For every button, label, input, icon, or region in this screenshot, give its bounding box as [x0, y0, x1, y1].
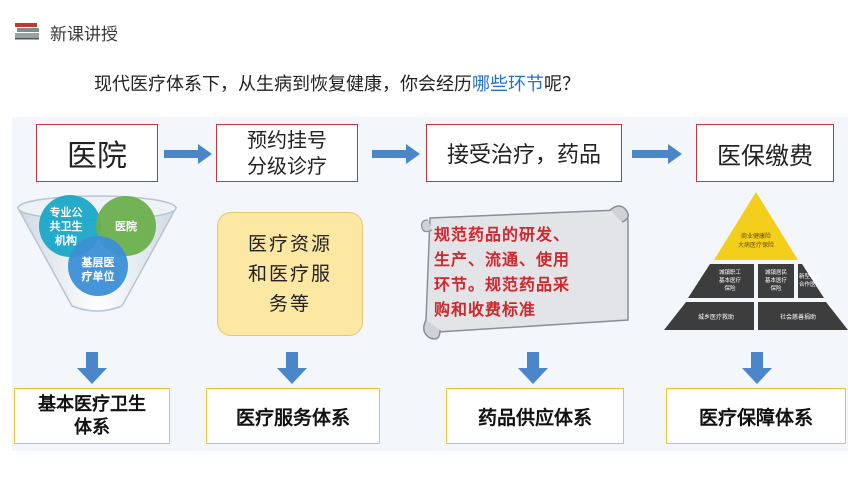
system-basic-health: 基本医疗卫生 体系	[14, 388, 170, 444]
pyramid-mid2-line1: 城镇居民	[765, 268, 788, 276]
step-treatment-label: 接受治疗，药品	[446, 143, 601, 168]
service-line2: 和医疗服	[247, 263, 332, 285]
scroll-text: 规范药品的研发、 生产、流通、使用 环节。规范药品采 购和收费标准	[434, 222, 624, 322]
pyramid-mid2-line3: 保险	[770, 284, 782, 292]
pyramid-bottom-left-label: 城乡医疗救助	[698, 313, 734, 321]
system-drug-label: 药品供应体系	[477, 406, 592, 429]
question-highlight: 哪些环节	[472, 74, 544, 95]
arrow-right-icon	[164, 144, 212, 164]
circle-public-line3: 机构	[55, 233, 77, 247]
service-line3: 务等	[268, 293, 311, 315]
step-insurance: 医保缴费	[696, 124, 834, 182]
pyramid-bottom-right	[758, 302, 848, 330]
insurance-pyramid: 商业健康险 大病医疗保险 城镇职工 基本医疗 保险 城镇居民 基本医疗 保险 新…	[664, 192, 848, 330]
pyramid-top	[714, 192, 798, 260]
system-medical-security: 医疗保障体系	[666, 388, 846, 444]
arrow-right-icon	[372, 144, 420, 164]
system-medical-service: 医疗服务体系	[206, 388, 380, 444]
pyramid-mid1-line3: 保险	[724, 284, 736, 292]
arrow-down-icon	[518, 352, 548, 384]
scroll-line2: 生产、流通、使用	[434, 250, 571, 269]
question-text: 现代医疗体系下，从生病到恢复健康，你会经历哪些环节呢？	[94, 70, 580, 96]
circle-base-line2: 疗单位	[82, 269, 115, 283]
arrow-right-icon	[632, 144, 682, 164]
arrow-down-icon	[77, 352, 107, 384]
pyramid-mid1-line2: 基本医疗	[719, 276, 742, 284]
pyramid-top-line1: 商业健康险	[741, 232, 771, 240]
circle-grassroots	[68, 236, 128, 296]
scroll-line3: 环节。规范药品采	[434, 275, 571, 294]
circle-public-line2: 共卫生	[50, 219, 83, 233]
step-hospital: 医院	[36, 124, 158, 182]
scroll-line4: 购和收费标准	[434, 300, 537, 319]
pyramid-bottom-right-label: 社会慈善捐助	[780, 313, 816, 321]
scroll-line1: 规范药品的研发、	[434, 225, 571, 244]
service-line1: 医疗资源	[247, 233, 332, 255]
pyramid-top-line2: 大病医疗保险	[738, 241, 774, 249]
arrow-down-icon	[277, 352, 307, 384]
step-insurance-label: 医保缴费	[717, 141, 813, 170]
system-basic-line2: 体系	[74, 417, 110, 438]
pyramid-bottom-left	[664, 302, 754, 330]
section-title: 新课讲授	[50, 25, 118, 45]
question-suffix: 呢？	[544, 74, 580, 95]
pyramid-middle-right	[798, 264, 824, 298]
circle-base-line1: 基层医	[81, 255, 115, 269]
step-registration-line1: 预约挂号	[247, 128, 327, 152]
pyramid-mid3-line1: 新型农村	[799, 272, 822, 280]
step-registration-line2: 分级诊疗	[247, 154, 327, 178]
circle-public-line1: 专业公	[50, 205, 83, 219]
pyramid-mid2-line2: 基本医疗	[765, 276, 788, 284]
arrow-down-icon	[742, 352, 772, 384]
system-drug-supply: 药品供应体系	[446, 388, 624, 444]
books-icon	[15, 23, 39, 40]
service-box: 医疗资源 和医疗服 务等	[217, 212, 363, 336]
step-hospital-label: 医院	[67, 139, 127, 174]
pyramid-mid3-line2: 合作医疗	[799, 280, 822, 288]
pyramid-mid1-line1: 城镇职工	[719, 268, 742, 276]
scroll-banner	[421, 205, 629, 340]
step-registration: 预约挂号 分级诊疗	[216, 124, 358, 182]
step-treatment: 接受治疗，药品	[426, 124, 622, 182]
question-prefix: 现代医疗体系下，从生病到恢复健康，你会经历	[94, 74, 472, 95]
circle-hospital-label: 医院	[115, 219, 137, 233]
system-service-label: 医疗服务体系	[235, 406, 350, 429]
system-security-label: 医疗保障体系	[698, 406, 813, 429]
pyramid-middle-left	[688, 264, 754, 298]
funnel-diagram: 专业公 共卫生 机构 医院 基层医 疗单位	[16, 195, 178, 312]
system-basic-line1: 基本医疗卫生	[38, 394, 146, 415]
